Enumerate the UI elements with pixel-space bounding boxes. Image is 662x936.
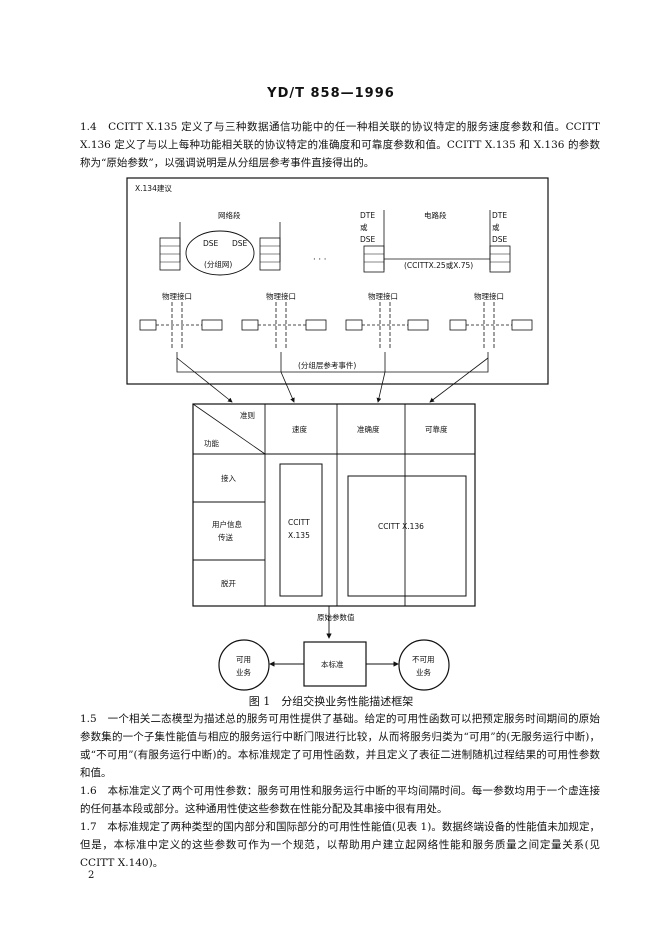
row-disengage: 脱开 [221, 578, 236, 588]
col-reliability: 可靠度 [425, 424, 448, 434]
physical-interface-1: 物理接口 [162, 291, 192, 301]
unavailable-label-1: 不可用 [412, 655, 435, 664]
dte-right-2: 或 [492, 222, 500, 232]
page-number: 2 [88, 870, 95, 881]
available-circle [218, 639, 270, 691]
criteria-label: 准则 [240, 410, 255, 420]
raw-params-label: 原始参数值 [317, 612, 355, 622]
x134-label: X.134建议 [135, 183, 172, 193]
paragraph-1-4: 1.4 CCITT X.135 定义了与三种数据通信功能中的任一种相关联的协议特… [80, 121, 600, 169]
standard-label: 本标准 [321, 659, 344, 669]
row-transfer-2: 传送 [218, 532, 233, 542]
dte-right-1: DTE [492, 211, 507, 220]
dte-left-3: DSE [360, 235, 376, 244]
unavailable-circle [398, 639, 450, 691]
row-transfer-1: 用户信息 [212, 519, 242, 529]
x136-box [347, 475, 467, 597]
paragraph-1-5: 1.5 一个相关二态模型为描述总的服务可用性提供了基础。给定的可用性函数可以把预… [80, 713, 600, 779]
function-label: 功能 [204, 438, 219, 448]
x135-box [279, 463, 323, 597]
x135-label-2: X.135 [288, 531, 310, 540]
performance-grid [192, 403, 476, 607]
dte-right-3: DSE [492, 235, 508, 244]
dte-left-2: 或 [360, 222, 368, 232]
packet-network-oval [185, 230, 255, 276]
dte-left-1: DTE [360, 211, 375, 220]
row-access: 接入 [221, 473, 236, 483]
physical-interface-4: 物理接口 [474, 291, 504, 301]
col-speed: 速度 [292, 424, 307, 434]
col-accuracy: 准确度 [357, 424, 380, 434]
paragraph-1-7: 1.7 本标准规定了两种类型的国内部分和国际部分的可用性性能值(见表 1)。数据… [80, 821, 600, 869]
dse-left-label: DSE [203, 239, 219, 248]
x134-frame [126, 177, 549, 385]
x135-label-1: CCITT [288, 518, 310, 527]
document-header: YD/T 858—1996 [267, 86, 395, 101]
network-section-label: 网络段 [218, 210, 241, 220]
unavailable-label-2: 业务 [416, 667, 431, 677]
paragraph-1-6: 1.6 本标准定义了两个可用性参数：服务可用性和服务运行中断的平均间隔时间。每一… [80, 785, 600, 815]
physical-interface-2: 物理接口 [266, 291, 296, 301]
available-label-2: 业务 [236, 667, 251, 677]
dse-right-label: DSE [232, 239, 248, 248]
reference-events-label: (分组层参考事件) [298, 360, 356, 370]
circuit-section-label: 电路段 [424, 210, 447, 220]
packet-network-label: (分组网) [204, 259, 232, 269]
ellipsis: · · · [313, 255, 327, 265]
physical-interface-3: 物理接口 [368, 291, 398, 301]
available-label-1: 可用 [236, 655, 251, 664]
figure-caption: 图 1 分组交换业务性能描述框架 [248, 695, 414, 708]
x136-label: CCITT X.136 [378, 522, 424, 531]
x25-x75-label: (CCITTX.25或X.75) [404, 260, 473, 270]
